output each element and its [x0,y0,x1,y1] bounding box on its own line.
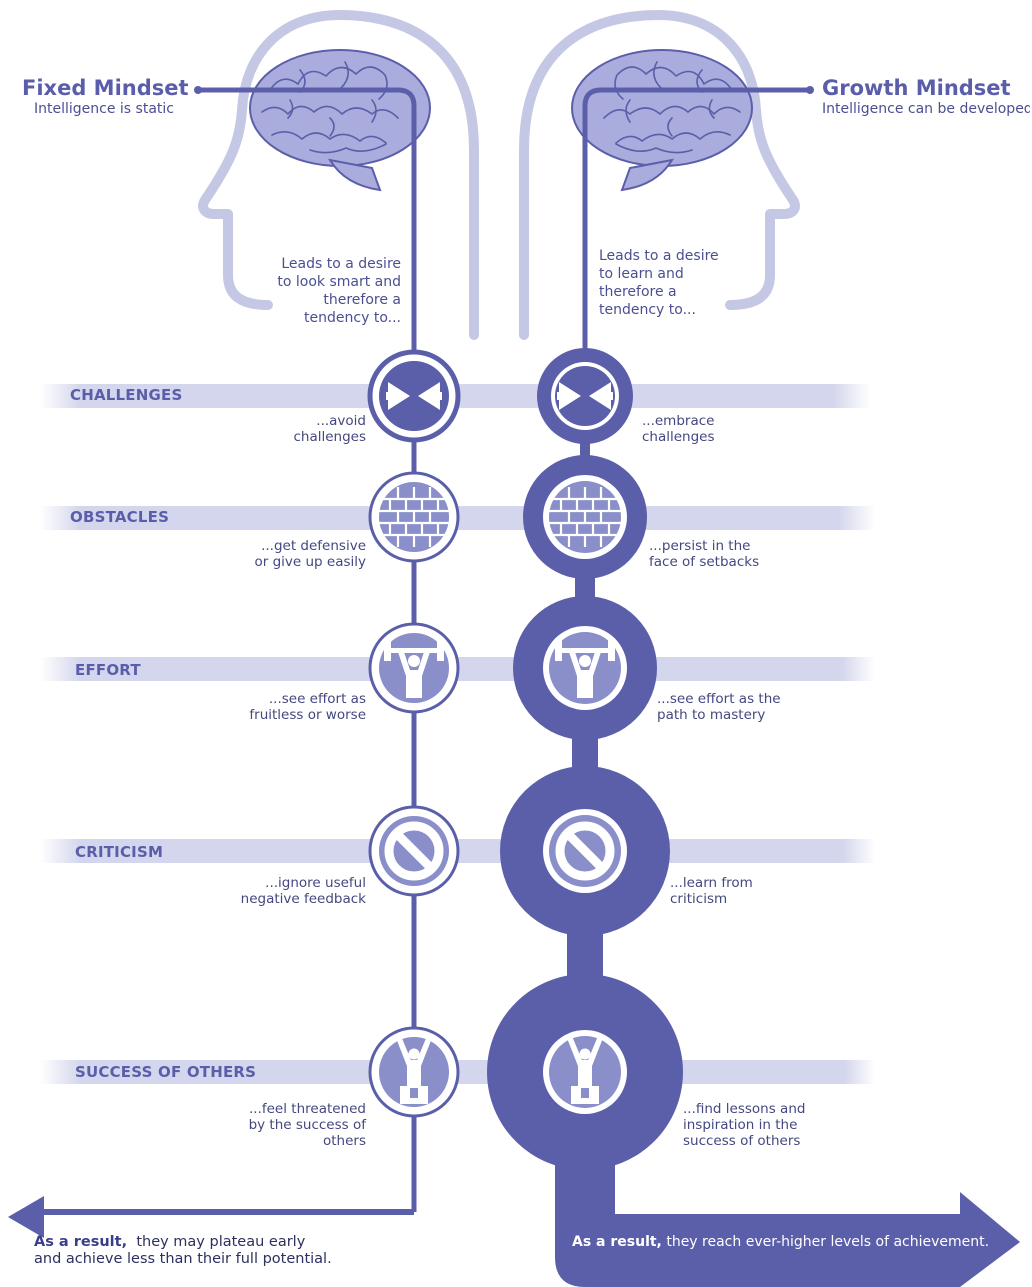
growth-result-body: they reach ever-higher levels of achieve… [666,1234,990,1250]
growth-result-bold: As a result, [572,1234,662,1250]
growth-response-success-of-others: ...find lessons and inspiration in the s… [683,1101,806,1149]
row-label-success-of-others: SUCCESS OF OTHERS [75,1063,257,1081]
growth-result-text: As a result, they reach ever-higher leve… [572,1234,989,1250]
row-label-effort: EFFORT [75,661,141,679]
fixed-response-effort: ...see effort as fruitless or worse [249,691,366,723]
fixed-result-bold: As a result, [34,1234,128,1250]
fixed-response-success-of-others: ...feel threatened by the success of oth… [248,1101,366,1149]
left-head-silhouette [198,10,479,340]
fixed-response-criticism: ...ignore useful negative feedback [240,875,366,907]
growth-lead-text: Leads to a desire to learn and therefore… [599,248,719,318]
fixed-result-text: As a result, they may plateau early and … [34,1234,334,1268]
growth-response-criticism: ...learn from criticism [670,875,753,907]
growth-result-arrow [555,1140,1020,1287]
row-bands [40,384,875,1084]
row-label-criticism: CRITICISM [75,843,164,861]
growth-response-challenges: ...embrace challenges [642,413,715,445]
growth-response-effort: ...see effort as the path to mastery [657,691,781,723]
right-head-silhouette [519,10,800,340]
growth-response-obstacles: ...persist in the face of setbacks [649,538,760,570]
row-label-challenges: CHALLENGES [70,386,183,404]
fixed-mindset-path [8,86,417,1238]
right-brain-icon [571,49,753,192]
fixed-result-arrowhead [8,1196,44,1238]
fixed-response-obstacles: ...get defensive or give up easily [254,538,366,570]
growth-mindset-title: Growth Mindset [822,76,1011,100]
row-label-obstacles: OBSTACLES [70,508,170,526]
fixed-lead-text: Leads to a desire to look smart and ther… [277,256,401,326]
fixed-mindset-subtitle: Intelligence is static [34,101,174,117]
left-brain-icon [249,49,431,192]
fixed-response-challenges: ...avoid challenges [293,413,366,445]
fixed-mindset-title: Fixed Mindset [22,76,189,100]
growth-mindset-subtitle: Intelligence can be developed [822,101,1030,117]
fixed-result-body: they may plateau early and achieve less … [34,1234,332,1267]
